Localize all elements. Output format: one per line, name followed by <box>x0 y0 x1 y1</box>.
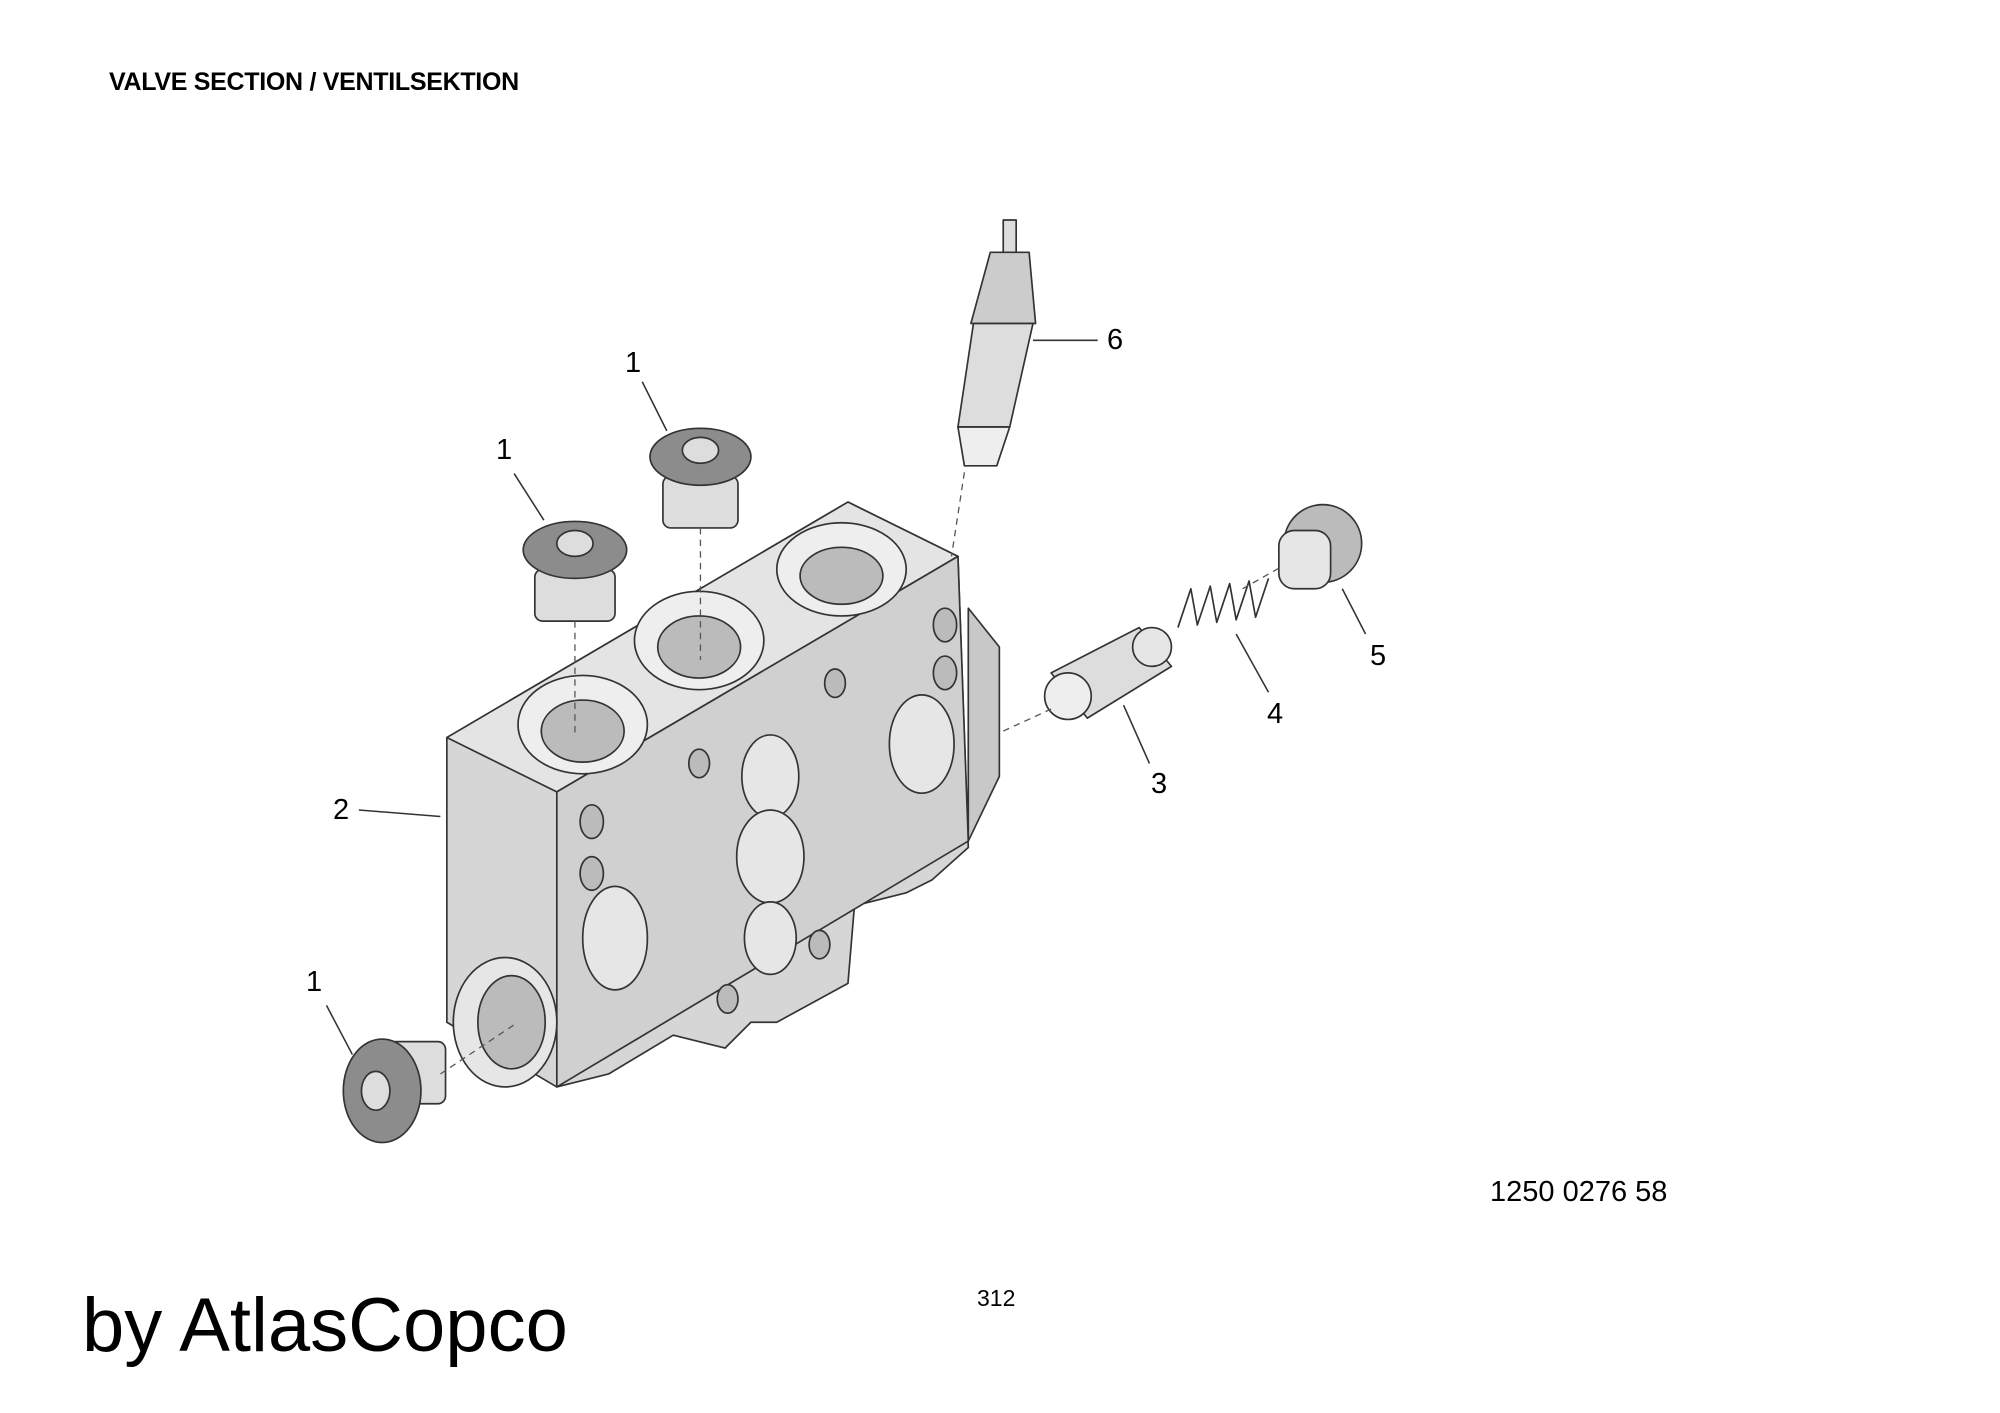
callout-4: 4 <box>1267 698 1284 730</box>
callout-1-top: 1 <box>625 347 642 379</box>
page-title: VALVE SECTION / VENTILSEKTION <box>109 68 519 96</box>
callout-2: 2 <box>333 794 350 826</box>
callout-1-bottom: 1 <box>306 966 323 998</box>
plug-lower-left <box>342 1038 447 1144</box>
callout-3: 3 <box>1151 768 1168 800</box>
callout-5: 5 <box>1370 640 1387 672</box>
pilot-valve <box>957 219 1037 467</box>
plug-top-left <box>522 520 628 622</box>
page-number: 312 <box>977 1285 1016 1311</box>
valve-block <box>445 501 1001 1088</box>
spool-sleeve <box>1043 626 1173 721</box>
drawing-number: 1250 0276 58 <box>1490 1176 1668 1208</box>
spring <box>1177 578 1270 628</box>
callout-1-left: 1 <box>496 434 513 466</box>
brand-footer: by AtlasCopco <box>82 1283 568 1368</box>
callout-6: 6 <box>1107 324 1124 356</box>
end-plug <box>1278 503 1363 590</box>
plug-top-middle <box>649 427 752 529</box>
